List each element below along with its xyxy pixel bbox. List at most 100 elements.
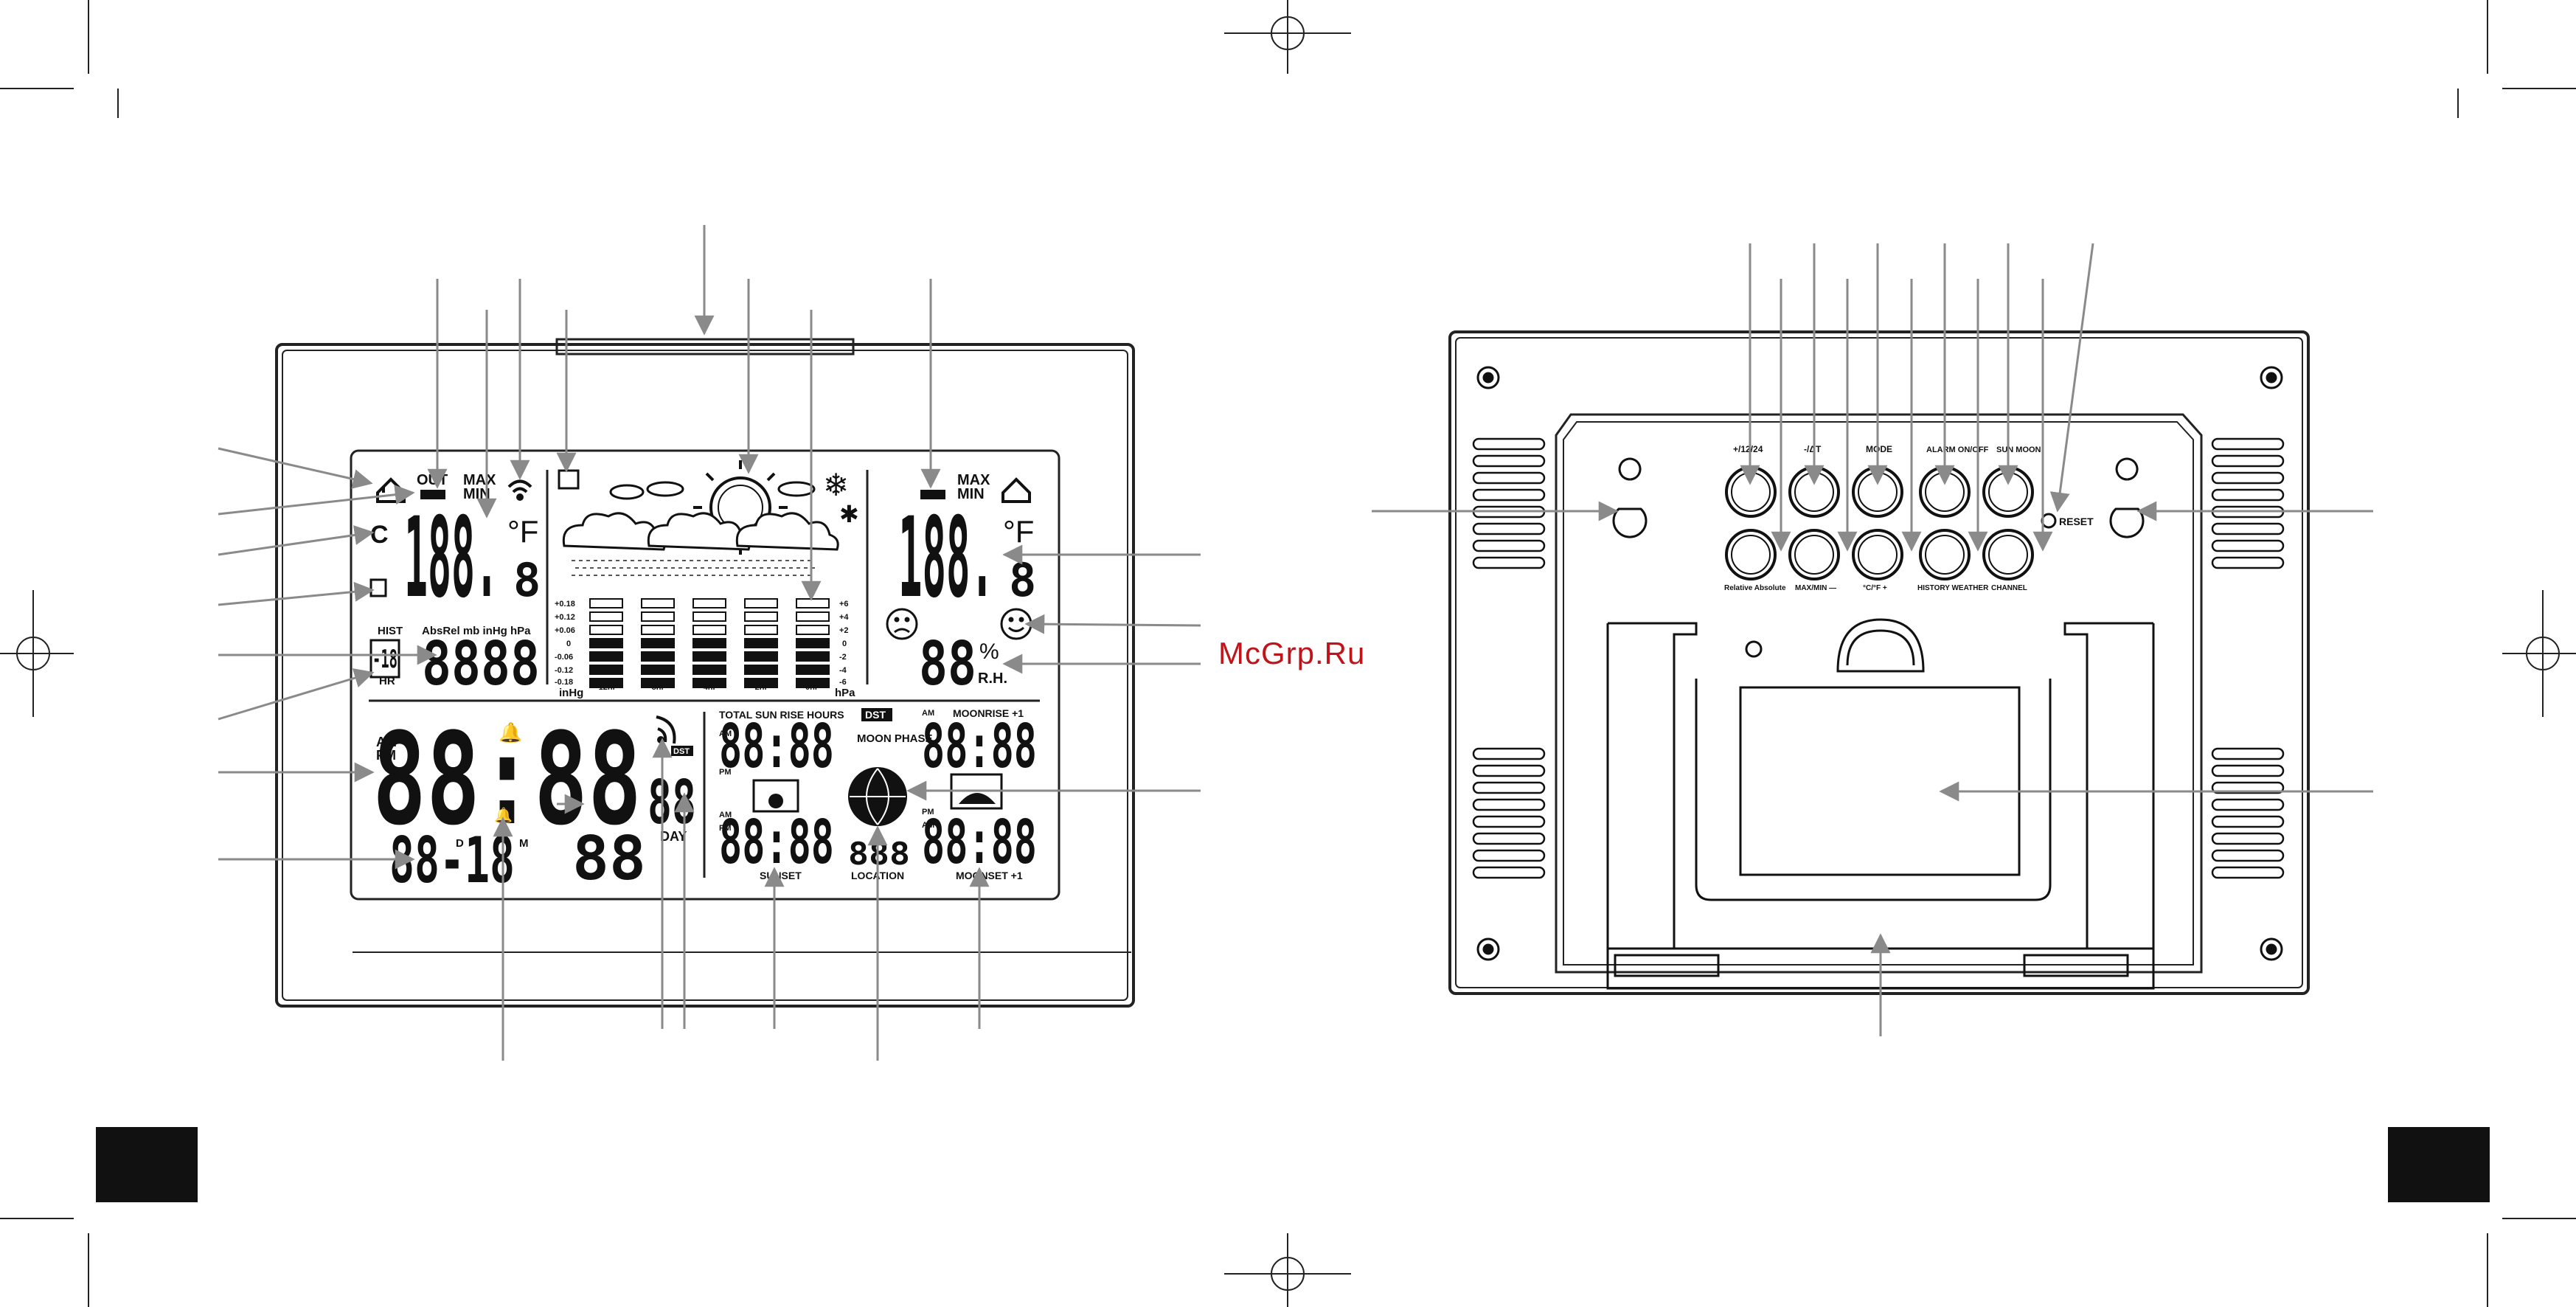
bar-segment-4-0 [796,598,830,609]
day-label: DAY [660,829,687,844]
scale-right-4: -2 [839,653,847,662]
registration-mark-right [2502,590,2576,717]
vent-slot-2-3 [2211,488,2285,502]
bar-segment-2-5 [692,665,726,675]
vent-slot-3-3 [2211,798,2285,811]
lcd-screen [350,449,1060,901]
bar-segment-3-2 [744,625,778,635]
vent-slot-1-2 [1472,781,1546,794]
button-bottom-4[interactable] [1919,529,1971,580]
back-panel-outline [1555,413,2203,974]
astro-am-3: AM [922,709,934,718]
vent-slot-3-7 [2211,866,2285,879]
back-buttons: +/12/24 -/ΔT MODE ALARM ON/OFF SUN MOON [1724,444,2094,592]
registration-mark-bottom [1224,1233,1351,1307]
reset-button[interactable] [2041,513,2057,529]
rain-icon [572,560,815,576]
vent-slot-1-5 [1472,832,1546,845]
time-label-3: -2hr [752,683,768,692]
moonrise-value: 88:88 [922,712,1037,782]
clock-section: AM PM 88:88 🔔 DST 88 DAY 88-18 D M 🔔 88 [372,705,696,898]
sunset-label: SUNSET [760,870,802,881]
btn-label-bottom-1: MAX/MIN — [1795,584,1836,592]
vent-slot-2-0 [2211,437,2285,451]
astro-pm-2: PM [719,824,732,833]
weekday-value: 88 [572,824,646,894]
back-housing [1448,330,2310,995]
front-callouts [218,225,1201,1061]
channel-icon [369,578,387,597]
moonrise-label: MOONRISE +1 [953,707,1024,719]
vent-slots [1472,437,2285,879]
registration-mark-left [0,590,74,717]
bar-segment-1-4 [641,651,675,662]
indoor-temp-value: 188. [898,494,994,623]
bar-segment-2-6 [692,678,726,688]
bar-segment-2-0 [692,598,726,609]
pressure-value: 8888 [422,629,540,699]
page-tab-right [2388,1127,2490,1202]
astro-pm-1: PM [719,768,732,777]
vent-slot-2-1 [2211,454,2285,468]
indoor-unit: °F [1003,514,1034,549]
scale-left-3: 0 [566,639,571,648]
vent-slot-1-7 [1472,866,1546,879]
bar-segment-0-0 [589,598,623,609]
cloud-icon [562,481,839,551]
button-bottom-3[interactable] [1852,529,1903,580]
bar-segment-3-3 [744,638,778,648]
humidity-unit: % [979,639,999,664]
btn-label-bottom-0: Relative Absolute [1724,584,1786,592]
bar-segment-4-6 [796,678,830,688]
scale-right-2: +2 [839,626,849,635]
vent-slot-3-2 [2211,781,2285,794]
back-callouts [1372,243,2373,1036]
vent-slot-0-5 [1472,522,1546,535]
scale-left-0: +0.18 [555,600,575,609]
bar-segment-0-1 [589,611,623,622]
signal-out-icon [507,479,532,501]
bar-segment-1-6 [641,678,675,688]
bar-segment-3-6 [744,678,778,688]
watermark: McGrp.Ru [1218,636,1366,670]
indoor-min-label: MIN [957,486,985,502]
reset-label: RESET [2059,516,2094,527]
vent-slot-3-6 [2211,849,2285,862]
moon-globe-icon [848,767,907,826]
battery-out-icon [420,490,445,499]
front-housing [275,343,1135,1008]
vent-slot-2-6 [2211,539,2285,552]
sad-face-icon [886,608,918,640]
screw-holes [1476,366,2283,961]
bar-segment-3-5 [744,665,778,675]
bar-segment-4-4 [796,651,830,662]
button-bottom-2[interactable] [1788,529,1840,580]
time-label-1: -8hr [649,683,665,692]
indoor-max-label: MAX [957,472,990,488]
alarm-bell-icon: 🔔 [499,721,522,743]
button-bottom-5[interactable] [1982,529,2034,580]
bar-segment-1-1 [641,611,675,622]
house-in-icon [1001,477,1031,503]
date-value: 88-18 [389,824,515,898]
scale-left-1: +0.12 [555,613,575,622]
pressure-bars [589,598,830,688]
hpa-unit: hPa [835,687,855,699]
clock-dst-label: DST [673,747,690,756]
button-bottom-1[interactable] [1725,529,1777,580]
outdoor-min-label: MIN [463,486,490,502]
outdoor-unit: °F [507,514,538,549]
stand [1606,618,2155,990]
bar-segment-3-4 [744,651,778,662]
bar-segment-4-3 [796,638,830,648]
hr-label: HR [379,675,395,687]
bar-segment-3-0 [744,598,778,609]
outdoor-max-label: MAX [463,472,496,488]
bar-segment-1-3 [641,638,675,648]
humidity-label: R.H. [978,670,1007,687]
radio-signal-icon [656,715,676,744]
sunset-icon [752,779,799,813]
battery-in-icon [920,490,945,499]
astro-am-1: AM [719,729,732,738]
